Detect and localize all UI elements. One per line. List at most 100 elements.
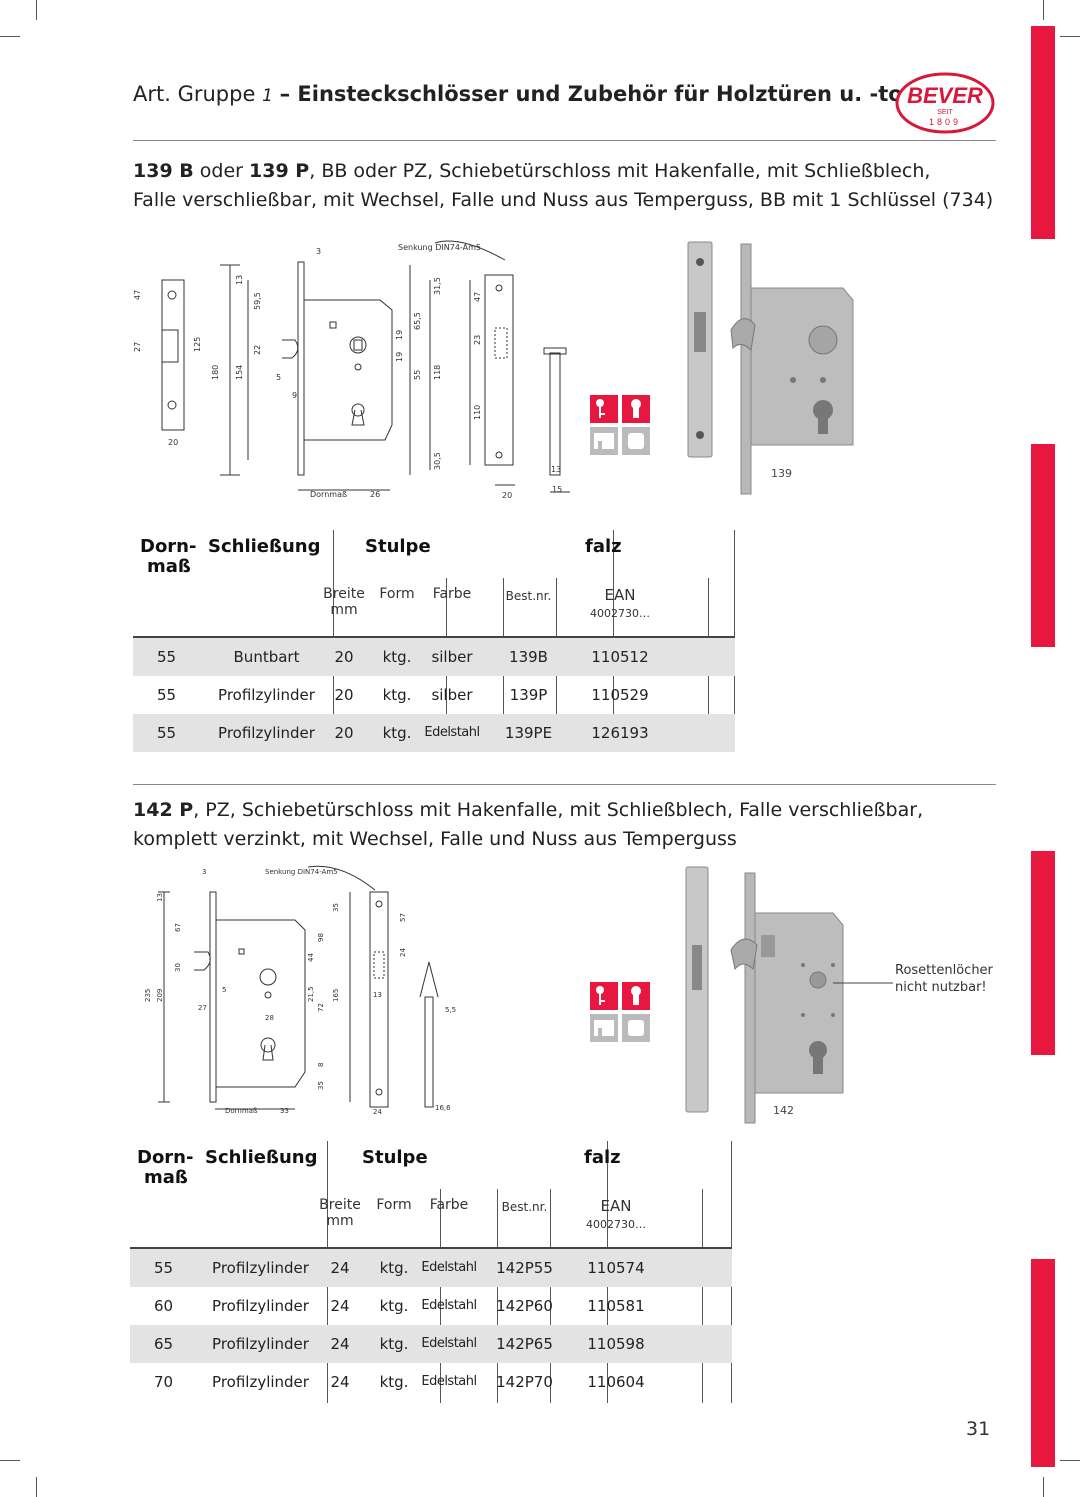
mortise-icon [590,427,618,455]
svg-text:19: 19 [395,352,404,362]
svg-text:30: 30 [174,963,182,972]
product2-technical-drawing: 3 Senkung DIN74-Am5 235 209 67 30 13 5 2… [144,865,456,1116]
cell-breite: 24 [330,1335,350,1353]
cell-form: ktg. [379,1373,409,1391]
svg-text:57: 57 [399,913,407,922]
svg-text:19: 19 [395,330,404,340]
cell-farbe: Edelstahl [421,1374,477,1389]
dornmass-value: 26 [370,490,380,499]
product2-description: 142 P, PZ, Schiebetürschloss mit Hakenfa… [133,796,1013,854]
page-header: Art. Gruppe 1 – Einsteckschlösser und Zu… [133,82,927,106]
col-header-farbe: Farbe [429,1197,469,1213]
crop-mark [36,0,37,20]
product1-line2: Falle verschließbar, mit Wechsel, Falle … [133,189,994,211]
col-header-form: Form [376,1197,412,1213]
svg-text:165: 165 [332,989,340,1002]
cell-dorn: 60 [153,1297,174,1315]
cell-schliessung: Buntbart [233,648,300,666]
cell-bestnr: 139B [509,648,548,666]
svg-text:209: 209 [156,989,164,1002]
table-row: 70 Profilzylinder 24 ktg. Edelstahl 142P… [130,1363,732,1401]
col-header-mm: mm [326,1213,354,1229]
col-header-breite: Breite [319,1197,361,1213]
svg-text:35: 35 [317,1081,325,1090]
product1-photo [687,241,854,495]
col-header-farbe: Farbe [432,586,472,602]
svg-text:20: 20 [502,491,512,500]
register-tab [1031,1259,1055,1467]
cell-bestnr: 139P [509,686,548,704]
product2-photo [685,866,893,1124]
header-prefix: Art. Gruppe [133,82,256,106]
table-divider [550,1189,551,1403]
cell-dorn: 55 [156,686,177,704]
product1-technical-drawing: 3 Senkung DIN74-Am5 47 27 125 20 13 59,5… [133,240,570,500]
cell-schliessung: Profilzylinder [212,1373,309,1391]
cell-form: ktg. [382,724,412,742]
table-divider [440,1189,441,1403]
register-tab [1031,851,1055,1055]
senkung-label-2: Senkung DIN74-Am5 [265,868,338,876]
svg-text:16,6: 16,6 [435,1104,451,1112]
product1-description: 139 B oder 139 P, BB oder PZ, Schiebetür… [133,157,1013,215]
table-row: 60 Profilzylinder 24 ktg. Edelstahl 142P… [130,1287,732,1325]
cell-form: ktg. [379,1297,409,1315]
col-header-breite: Breite [323,586,365,602]
cell-form: ktg. [379,1259,409,1277]
svg-text:13: 13 [235,275,244,285]
svg-text:24: 24 [373,1108,382,1116]
register-tab [1031,26,1055,239]
table-rule [130,1247,732,1249]
cell-form: ktg. [382,648,412,666]
cell-dorn: 65 [153,1335,174,1353]
svg-text:67: 67 [174,923,182,932]
col-header-falz: falz [584,1147,621,1168]
cell-dorn: 55 [156,648,177,666]
table-row: 55 Profilzylinder 20 ktg. silber 139P 11… [133,676,735,714]
svg-text:180: 180 [211,365,220,380]
cell-dorn: 55 [153,1259,174,1277]
crop-mark [0,1460,20,1461]
cylinder-lock-icon [622,982,650,1010]
rosette-note-line2: nicht nutzbar! [895,980,987,995]
cell-farbe: silber [431,686,473,704]
cell-ean: 110529 [591,686,649,704]
rosette-note-line1: Rosettenlöcher [895,963,993,978]
logo-year: 1809 [929,117,961,127]
register-tab [1031,444,1055,647]
product2-line1: 142 P, PZ, Schiebetürschloss mit Hakenfa… [133,796,1013,825]
key-lock-icon [590,982,618,1010]
table-row: 55 Profilzylinder 20 ktg. Edelstahl 139P… [133,714,735,752]
cell-schliessung: Profilzylinder [212,1297,309,1315]
cell-breite: 24 [330,1297,350,1315]
cell-ean: 110574 [587,1259,645,1277]
table-divider [497,1189,498,1403]
dornmass-label: Dornmaß [310,490,347,499]
dornmass-value-2: 33 [280,1107,289,1115]
crop-mark [36,1477,37,1497]
cell-form: ktg. [382,686,412,704]
col-header-mass: maß [147,556,191,577]
col-header-mm: mm [330,602,358,618]
svg-text:27: 27 [198,1004,207,1012]
cell-farbe: Edelstahl [421,1298,477,1313]
svg-text:27: 27 [133,342,142,352]
crop-mark [0,36,20,37]
col-header-dorn: Dorn- [137,1147,194,1168]
svg-text:13: 13 [373,991,382,999]
svg-text:13: 13 [156,893,164,902]
key-lock-icon [590,395,618,423]
mortise-icon [590,1014,618,1042]
svg-text:28: 28 [265,1014,274,1022]
cell-farbe: Edelstahl [424,725,480,740]
bever-logo: BEVER SEIT 1809 [895,72,995,134]
cell-bestnr: 142P65 [496,1335,553,1353]
svg-text:59,5: 59,5 [253,292,262,310]
col-header-schliessung: Schließung [205,1147,318,1168]
svg-text:35: 35 [332,903,340,912]
svg-text:72: 72 [317,1003,325,1012]
svg-text:13: 13 [551,465,561,474]
cell-schliessung: Profilzylinder [218,724,315,742]
header-title: – Einsteckschlösser und Zubehör für Holz… [279,82,928,106]
rosette-note: Rosettenlöcher nicht nutzbar! [895,962,993,996]
